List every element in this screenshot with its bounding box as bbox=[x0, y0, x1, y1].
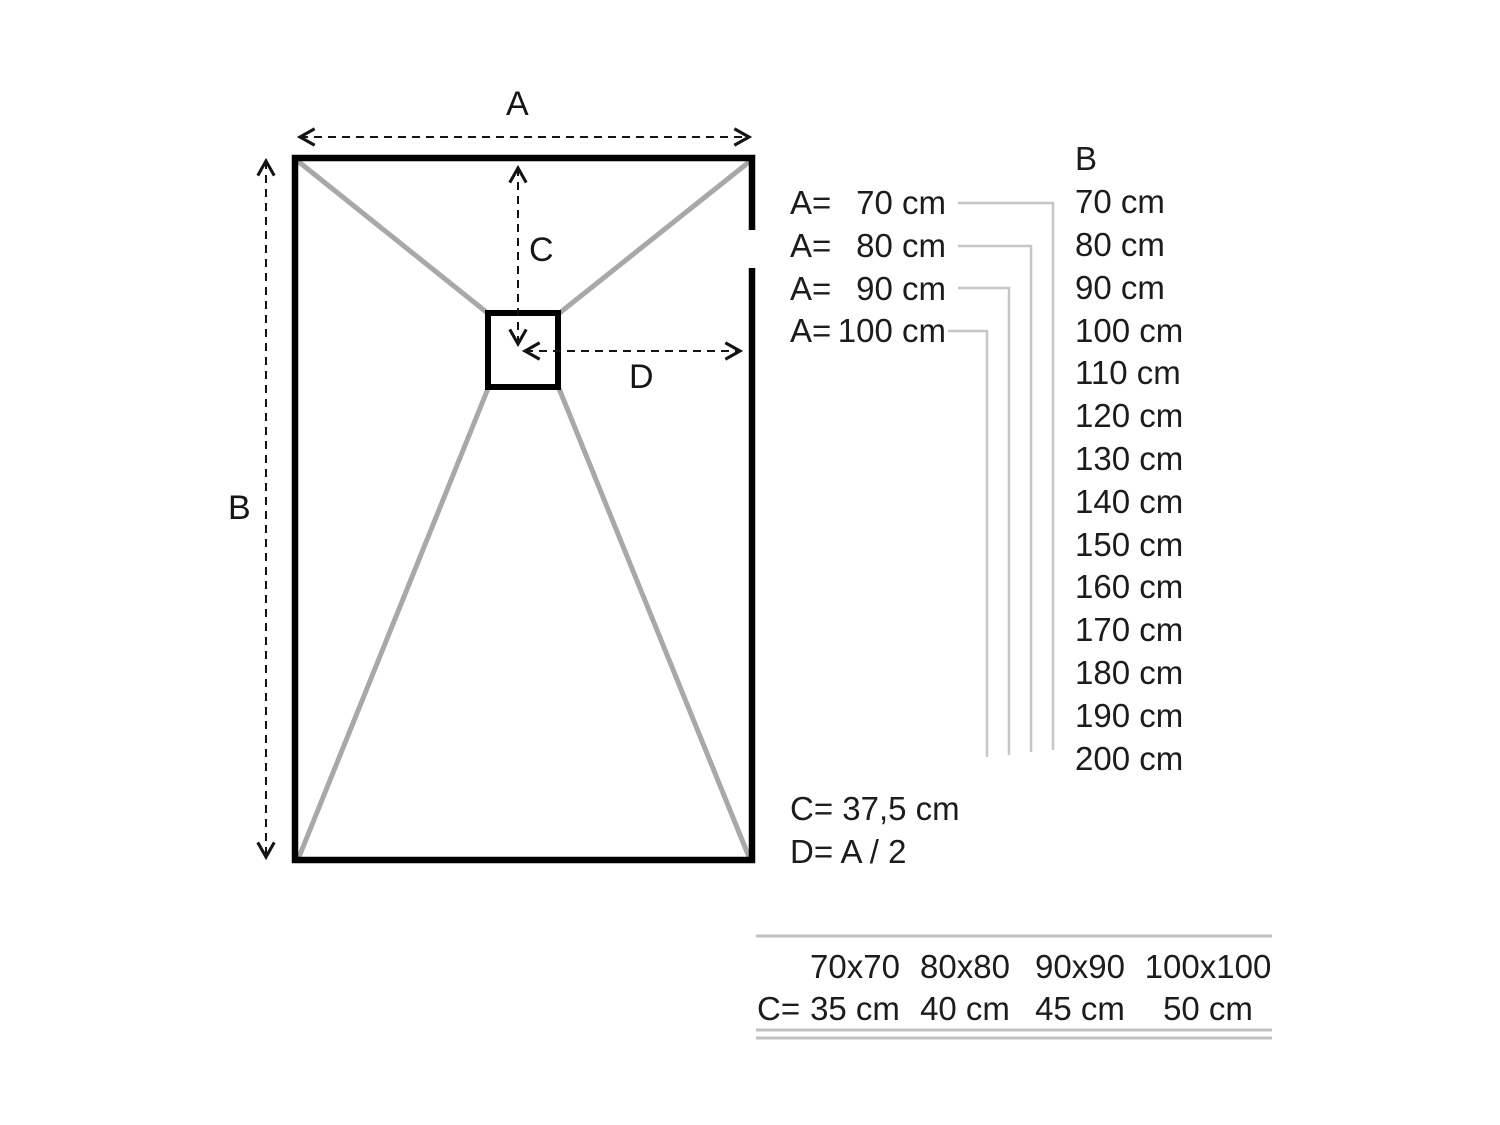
b-value: 70 cm bbox=[1075, 183, 1165, 221]
c-value: 35 cm bbox=[810, 990, 900, 1027]
b-value: 200 cm bbox=[1075, 739, 1184, 777]
a-option-row: A= 90 cm bbox=[790, 267, 946, 310]
a-option-prefix: A= bbox=[790, 269, 832, 307]
table-rules bbox=[756, 934, 1272, 1040]
shower-tray-outline bbox=[291, 154, 756, 864]
d-formula: D= A / 2 bbox=[790, 833, 907, 870]
b-value: 180 cm bbox=[1075, 653, 1184, 691]
b-value: 160 cm bbox=[1075, 568, 1184, 606]
a-option-prefix: A= bbox=[790, 184, 832, 222]
a-option-row: A= 80 cm bbox=[790, 225, 946, 268]
size-column-header: 70x70 bbox=[810, 948, 900, 985]
b-value: 130 cm bbox=[1075, 439, 1184, 477]
b-value: 150 cm bbox=[1075, 525, 1184, 563]
b-value: 120 cm bbox=[1075, 397, 1184, 435]
size-column-header: 90x90 bbox=[1035, 948, 1125, 985]
slope-diagonal-lines bbox=[296, 159, 752, 860]
size-table-value-row: C= 35 cm 40 cm 45 cm 50 cm bbox=[757, 988, 1277, 1030]
a-options-list: A= 70 cm A= 80 cm A= 90 cm A= 100 cm bbox=[790, 182, 946, 353]
c-value: 50 cm bbox=[1163, 990, 1253, 1027]
a-option-row: A= 100 cm bbox=[790, 310, 946, 353]
c-row-label: C= bbox=[757, 990, 801, 1027]
a-option-value: 70 cm bbox=[856, 184, 946, 222]
dim-label-c: C bbox=[529, 231, 554, 269]
b-values-column: B 70 cm 80 cm 90 cm 100 cm 110 cm 120 cm… bbox=[1075, 138, 1183, 780]
size-table: 70x70 80x80 90x90 100x100 C= 35 cm 40 cm… bbox=[757, 946, 1277, 1030]
drain-square bbox=[485, 310, 561, 390]
dim-label-d: D bbox=[629, 358, 654, 396]
b-value: 80 cm bbox=[1075, 225, 1165, 263]
size-column-header: 80x80 bbox=[920, 948, 1010, 985]
size-column-header: 100x100 bbox=[1144, 948, 1272, 985]
a-option-prefix: A= bbox=[790, 227, 832, 265]
leader-lines bbox=[948, 201, 1055, 757]
a-option-value: 80 cm bbox=[856, 227, 946, 265]
a-option-row: A= 70 cm bbox=[790, 182, 946, 225]
dim-label-b: B bbox=[228, 489, 251, 527]
dimension-lines bbox=[256, 127, 753, 861]
a-option-value: 100 cm bbox=[837, 312, 946, 350]
b-value: 190 cm bbox=[1075, 696, 1184, 734]
b-value: 90 cm bbox=[1075, 268, 1165, 306]
b-value: 100 cm bbox=[1075, 311, 1184, 349]
b-value: 170 cm bbox=[1075, 611, 1184, 649]
a-option-prefix: A= bbox=[790, 312, 832, 350]
b-column-header: B bbox=[1075, 140, 1098, 178]
b-value: 110 cm bbox=[1075, 354, 1181, 392]
size-table-header-row: 70x70 80x80 90x90 100x100 bbox=[757, 946, 1277, 988]
c-value: 45 cm bbox=[1035, 990, 1125, 1027]
dim-label-a: A bbox=[506, 85, 529, 123]
b-value: 140 cm bbox=[1075, 482, 1184, 520]
a-option-value: 90 cm bbox=[856, 269, 946, 307]
c-value: 40 cm bbox=[920, 990, 1010, 1027]
c-formula: C= 37,5 cm bbox=[790, 790, 960, 827]
